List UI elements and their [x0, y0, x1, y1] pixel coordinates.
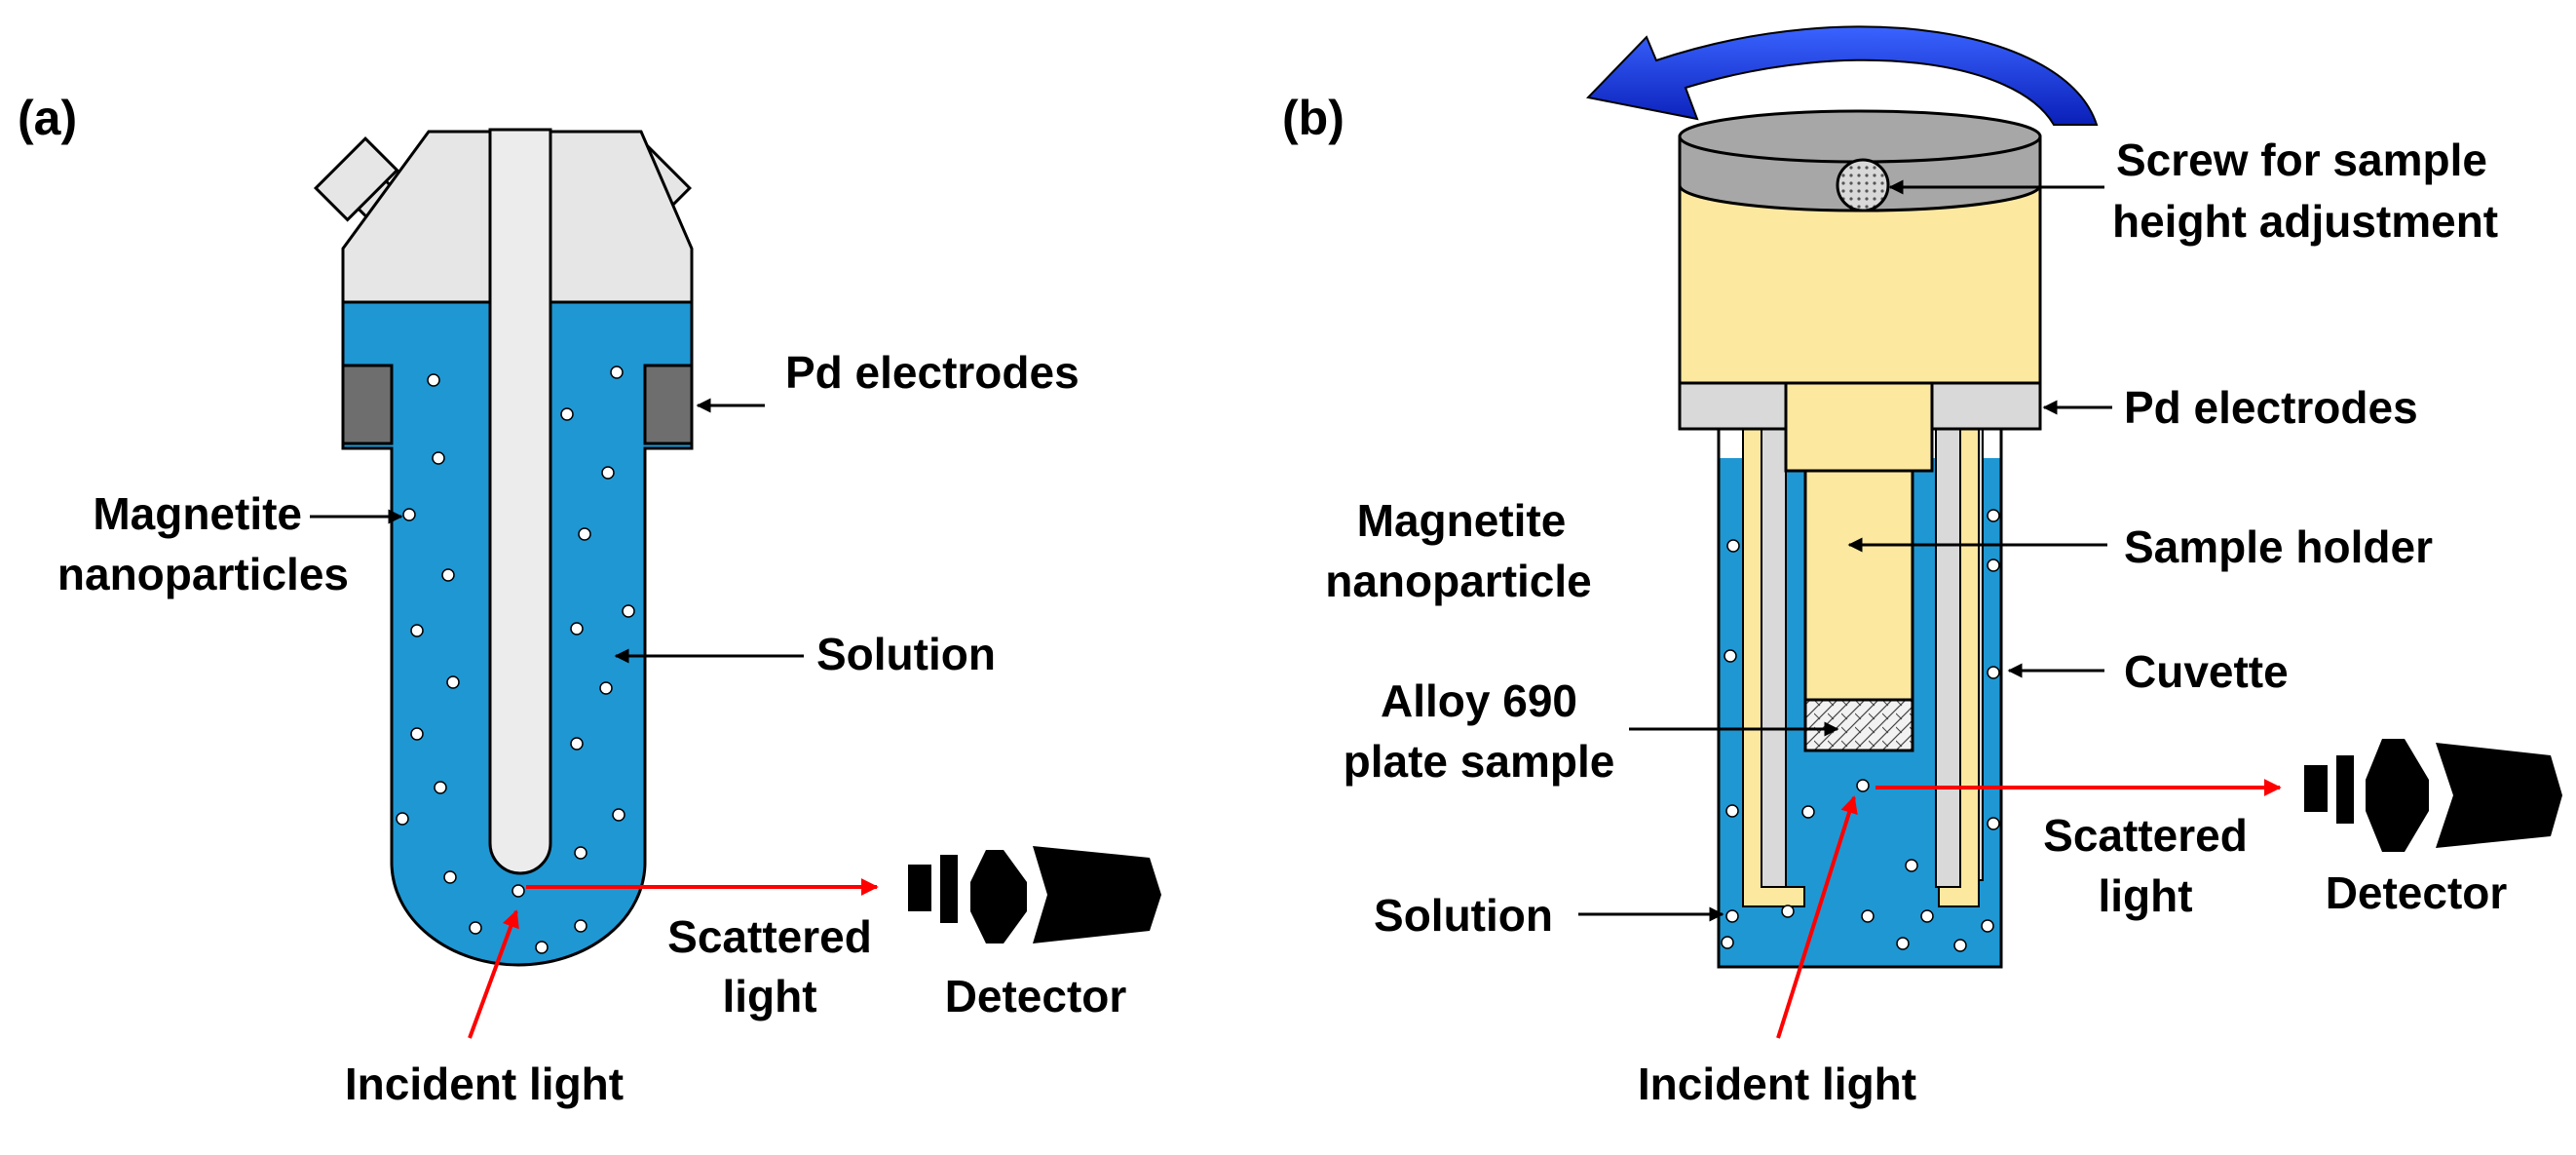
label-a-solution: Solution: [816, 629, 996, 679]
label-a-magnetite-2: nanoparticles: [57, 549, 349, 599]
cell-b-electrode-left-bar: [1761, 428, 1787, 888]
label-a-scattered-2: light: [722, 971, 816, 1021]
label-b-sample-holder: Sample holder: [2124, 521, 2433, 572]
label-b-scattered-2: light: [2098, 870, 2192, 921]
sample-holder-upper: [1784, 381, 1934, 473]
label-b-pd-electrodes: Pd electrodes: [2124, 382, 2418, 433]
label-a-magnetite-1: Magnetite: [93, 488, 302, 539]
screw-icon: [1836, 158, 1890, 212]
cell-a-particles: [396, 366, 635, 954]
panel-a: (a): [18, 91, 1161, 1109]
panel-b: (b): [1282, 25, 2562, 1109]
label-a-detector: Detector: [945, 971, 1127, 1021]
rotation-arrow-icon: [1586, 25, 2099, 126]
label-b-screw-1: Screw for sample: [2116, 135, 2487, 185]
label-b-cuvette: Cuvette: [2124, 646, 2289, 697]
cell-a-incident-ray: [468, 909, 519, 1039]
detector-b-icon: [2304, 739, 2562, 852]
detector-a-icon: [908, 846, 1161, 943]
alloy-plate-sample: [1803, 698, 1914, 752]
label-a-incident: Incident light: [345, 1059, 624, 1109]
cell-a-central-tube: [488, 128, 552, 875]
label-b-magnetite-1: Magnetite: [1357, 495, 1567, 546]
cell-a-electrode-left: [341, 364, 394, 445]
cell-b-incident-ray: [1776, 795, 1858, 1039]
cell-a-electrode-right: [643, 364, 694, 445]
cell-b-screw-cap-top: [1678, 109, 2042, 164]
label-b-scattered-1: Scattered: [2043, 810, 2248, 861]
label-b-magnetite-2: nanoparticle: [1325, 556, 1592, 606]
label-b-detector: Detector: [2326, 867, 2508, 918]
cell-b-particles: [1721, 509, 2000, 952]
label-a-scattered-1: Scattered: [667, 911, 872, 962]
sample-holder: [1803, 469, 1914, 702]
label-b-alloy-1: Alloy 690: [1381, 675, 1577, 726]
label-b-alloy-2: plate sample: [1344, 736, 1615, 787]
label-a-pd-electrodes: Pd electrodes: [785, 347, 1080, 398]
label-b-solution: Solution: [1374, 890, 1553, 941]
panel-a-tag: (a): [18, 91, 77, 145]
label-b-screw-2: height adjustment: [2112, 196, 2498, 247]
cell-b-electrode-right-bar: [1935, 428, 1961, 888]
label-b-incident: Incident light: [1638, 1059, 1916, 1109]
cuvette-walls: [1717, 429, 2003, 969]
panel-b-tag: (b): [1282, 91, 1345, 145]
